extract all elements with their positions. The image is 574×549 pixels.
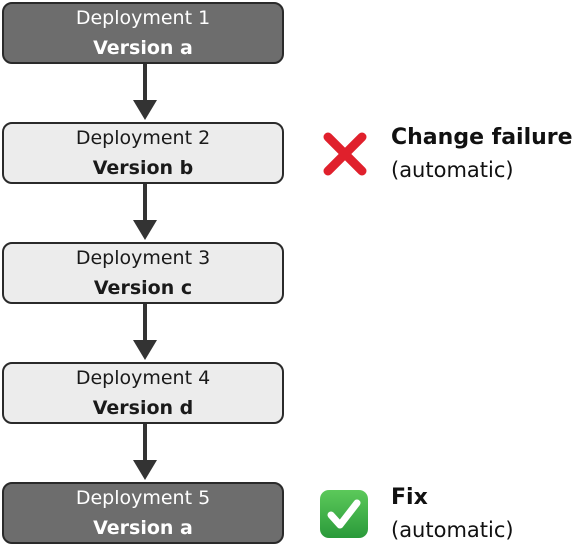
deployment-1-version: Version a bbox=[93, 37, 193, 59]
check-mark-icon bbox=[320, 490, 368, 538]
arrow-2-to-3 bbox=[133, 184, 157, 240]
deployment-3-version: Version c bbox=[93, 277, 193, 299]
fix-annotation: Fix (automatic) bbox=[391, 482, 514, 546]
deployment-5-version: Version a bbox=[93, 517, 193, 539]
deployment-5-box: Deployment 5 Version a bbox=[2, 482, 284, 544]
cross-mark-icon bbox=[323, 132, 367, 176]
deployment-3-title: Deployment 3 bbox=[75, 247, 211, 269]
deployment-1-box: Deployment 1 Version a bbox=[2, 2, 284, 64]
failure-detail: (automatic) bbox=[391, 158, 514, 182]
fix-detail: (automatic) bbox=[391, 518, 514, 542]
arrow-4-to-5 bbox=[133, 424, 157, 480]
failure-annotation: Change failure (automatic) bbox=[391, 122, 573, 186]
deployment-5-title: Deployment 5 bbox=[75, 487, 211, 509]
fix-heading: Fix bbox=[391, 485, 428, 510]
deployment-1-title: Deployment 1 bbox=[75, 7, 211, 29]
arrow-3-to-4 bbox=[133, 304, 157, 360]
deployment-2-version: Version b bbox=[92, 157, 194, 179]
deployment-2-title: Deployment 2 bbox=[75, 127, 211, 149]
arrow-1-to-2 bbox=[133, 64, 157, 120]
deployment-3-box: Deployment 3 Version c bbox=[2, 242, 284, 304]
deployment-2-box: Deployment 2 Version b bbox=[2, 122, 284, 184]
deployment-4-box: Deployment 4 Version d bbox=[2, 362, 284, 424]
failure-heading: Change failure bbox=[391, 125, 573, 150]
deployment-4-title: Deployment 4 bbox=[75, 367, 211, 389]
deployment-4-version: Version d bbox=[92, 397, 194, 419]
